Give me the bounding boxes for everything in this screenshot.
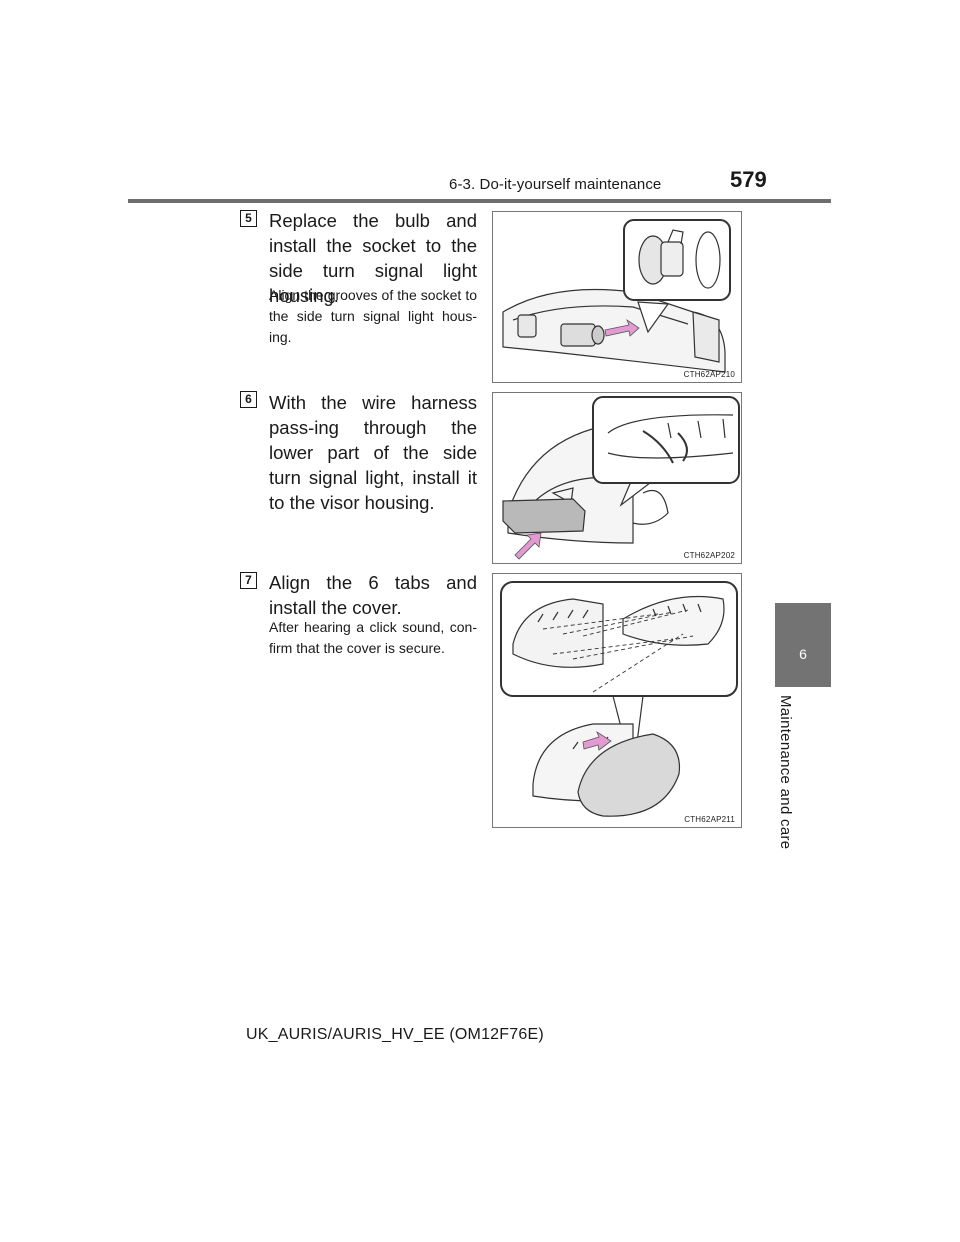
figure-wire-harness: CTH62AP202 — [492, 392, 742, 564]
step-7-badge: 7 — [240, 572, 257, 589]
chapter-title: Maintenance and care — [777, 695, 794, 850]
step-5-text: Replace the bulb and install the socket … — [269, 210, 477, 306]
bulb-socket-illustration — [502, 219, 731, 373]
cover-install-illustration — [500, 581, 738, 817]
figure-bulb-socket: CTH62AP210 — [492, 211, 742, 383]
figure-code: CTH62AP202 — [683, 551, 735, 560]
step-6-badge: 6 — [240, 391, 257, 408]
manual-code: UK_AURIS/AURIS_HV_EE (OM12F76E) — [246, 1026, 544, 1043]
header-divider — [128, 199, 831, 203]
step-5-badge: 5 — [240, 210, 257, 227]
step-6-text: With the wire harness pass-ing through t… — [269, 392, 477, 513]
wire-harness-illustration — [502, 396, 740, 560]
section-title: 6-3. Do-it-yourself maintenance — [449, 176, 662, 193]
figure-code: CTH62AP211 — [684, 815, 735, 824]
figure-code: CTH62AP210 — [683, 370, 735, 379]
page-number: 579 — [730, 167, 767, 192]
chapter-number: 6 — [799, 646, 807, 662]
figure-cover-install: CTH62AP211 — [492, 573, 742, 828]
step-7-text: Align the 6 tabs and install the cover. — [269, 572, 477, 618]
step-7-note: After hearing a click sound, con-firm th… — [269, 619, 477, 656]
step-5-note: Align the grooves of the socket to the s… — [269, 287, 477, 345]
chapter-tab[interactable]: 6 — [775, 603, 831, 687]
